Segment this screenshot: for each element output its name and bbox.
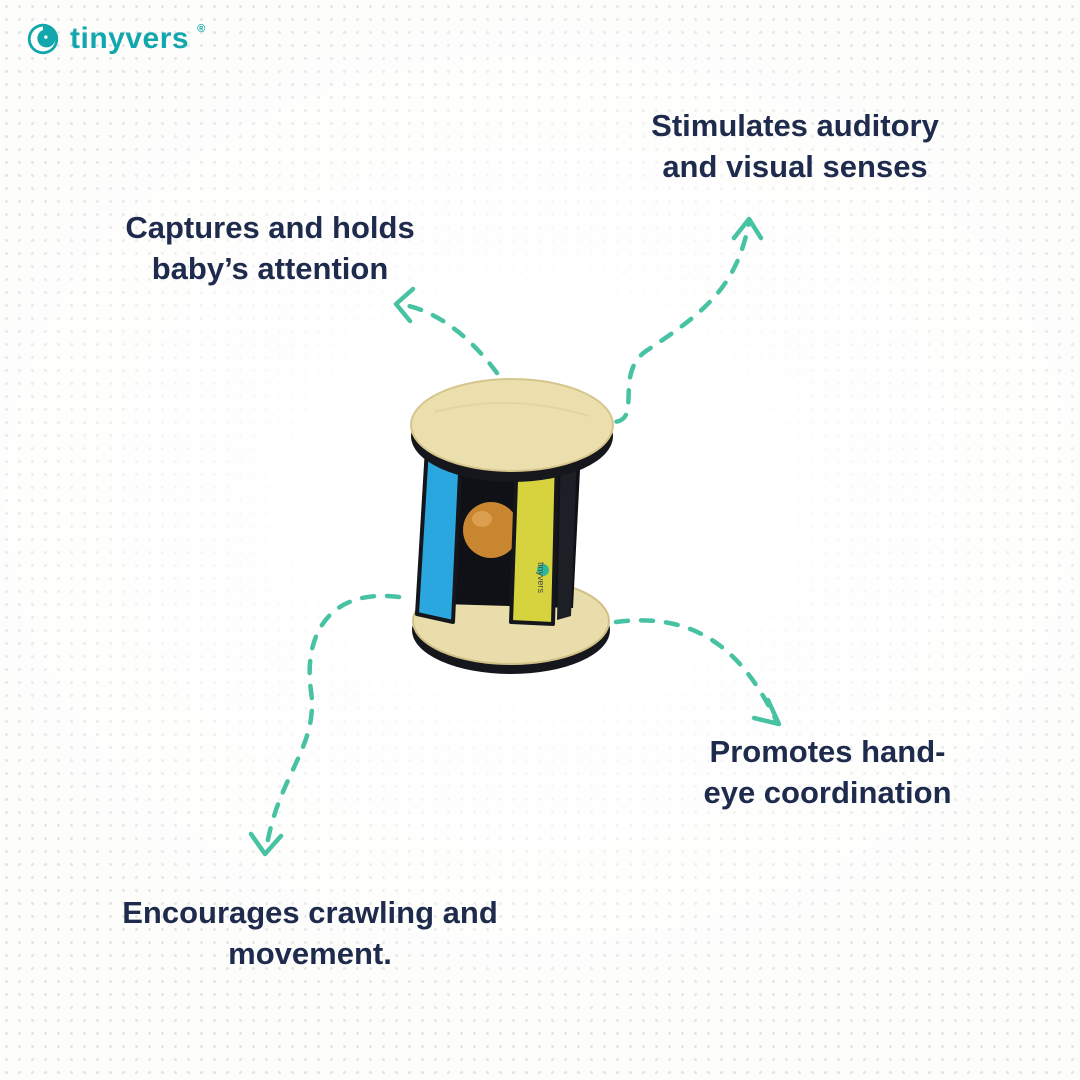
- callout-text-line: eye coordination: [703, 774, 952, 810]
- callout-text-line: Promotes hand-: [709, 734, 946, 769]
- toy-blue-slat: [415, 446, 463, 624]
- arrow-to-captures: [393, 286, 500, 376]
- arrow-to-promotes: [613, 618, 782, 727]
- callout-text-line: Encourages crawling and: [122, 895, 498, 930]
- product-toy-rattle: tinyvers: [405, 370, 620, 680]
- brand-logo: tinyvers ®: [24, 20, 205, 58]
- callout-text-line: baby’s attention: [151, 250, 389, 286]
- callout-text-line: and visual senses: [662, 148, 928, 184]
- brand-name: tinyvers: [70, 22, 190, 55]
- toy-orange-ball: [463, 502, 519, 558]
- toy-top-disc: [410, 378, 614, 482]
- brand-swirl-icon: [27, 23, 59, 55]
- callout-captures-attention: Captures and holds baby’s attention: [80, 208, 460, 290]
- toy-print-label: tinyvers: [536, 562, 546, 594]
- toy-illustration: tinyvers: [410, 378, 614, 674]
- arrow-to-encourages: [248, 593, 402, 857]
- callout-text-line: Stimulates auditory: [651, 108, 939, 143]
- callout-stimulates-senses: Stimulates auditory and visual senses: [610, 106, 980, 188]
- callout-text-line: movement.: [228, 935, 392, 971]
- callout-text-line: Captures and holds: [125, 210, 415, 245]
- registered-trademark: ®: [197, 23, 206, 35]
- callout-encourages-movement: Encourages crawling and movement.: [85, 893, 535, 975]
- callout-promotes-coordination: Promotes hand- eye coordination: [660, 732, 995, 814]
